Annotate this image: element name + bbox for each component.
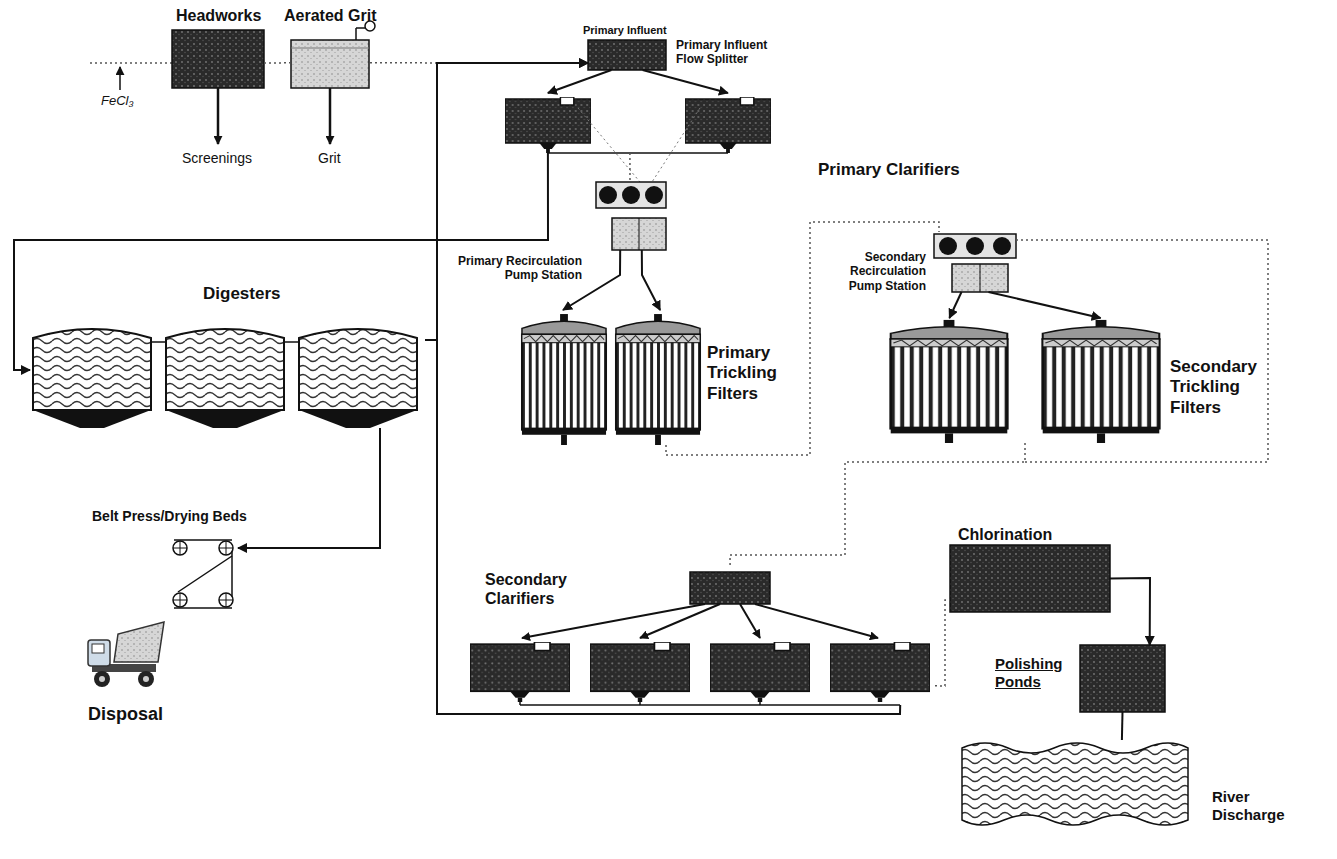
- node-label: Secondary Recirculation Pump Station: [814, 250, 926, 293]
- node-label: Disposal: [88, 704, 208, 726]
- flow-line: [935, 600, 950, 686]
- connector-path: [238, 428, 380, 548]
- flow-arrow: [949, 292, 1100, 318]
- connector-path: [1121, 712, 1124, 740]
- flow-arrow: [1110, 578, 1150, 645]
- node-label: Belt Press/Drying Beds: [92, 508, 322, 525]
- grit-tank: Aerated Grit: [290, 32, 370, 88]
- chlorination-tank: Chlorination: [950, 545, 1110, 612]
- belt-press: Belt Press/Drying Beds: [168, 535, 238, 615]
- disposal-truck: Disposal: [85, 612, 165, 690]
- connector-path: [666, 222, 939, 455]
- flow-line: [666, 222, 939, 455]
- pump-station: Secondary Recirculation Pump Station: [930, 232, 1020, 292]
- flow-line: [264, 62, 290, 63]
- node-label: Primary Recirculation Pump Station: [440, 254, 582, 283]
- connector-path: [949, 292, 961, 318]
- node-label: Primary Influent: [583, 24, 693, 37]
- connector-path: [989, 292, 1101, 318]
- flow-line: [730, 443, 1025, 568]
- trickling-filter-group: Primary Trickling Filters: [518, 310, 703, 445]
- pump-station: Primary Recirculation Pump Station: [595, 180, 667, 250]
- flow-arrow: [548, 70, 728, 93]
- headworks: Headworks: [172, 30, 264, 88]
- polishing-pond: Polishing Ponds: [1080, 645, 1165, 712]
- output-label: Screenings: [182, 150, 292, 167]
- clarifier-group: Primary Clarifiers: [500, 93, 780, 153]
- flow-arrow: [238, 428, 380, 548]
- connector-path: [1110, 578, 1150, 645]
- node-label: Primary Influent Flow Splitter: [676, 38, 794, 67]
- connector-path: [425, 63, 588, 340]
- node-label: Polishing Ponds: [995, 655, 1077, 691]
- connector-path: [264, 62, 290, 64]
- output-label: Grit: [318, 150, 378, 167]
- clarifier-group: Secondary Clarifiers: [465, 568, 935, 705]
- flow-arrow: [425, 63, 588, 340]
- connector-path: [730, 443, 1025, 568]
- node-label: Primary Trickling Filters: [707, 343, 802, 404]
- connector-path: [642, 250, 660, 310]
- node-label: Chlorination: [958, 525, 1108, 544]
- digester-group: Digesters: [30, 318, 425, 428]
- node-label: Digesters: [203, 284, 333, 304]
- connector-path: [935, 600, 950, 686]
- node-label: Secondary Clarifiers: [485, 570, 595, 608]
- connector-path: [548, 70, 612, 93]
- node-label: Secondary Trickling Filters: [1170, 357, 1282, 418]
- node-label: Aerated Grit: [284, 6, 414, 25]
- connector-path: [629, 153, 631, 180]
- connector-path: [643, 70, 728, 93]
- flow-arrow: [1121, 712, 1123, 740]
- chemical-label: FeCl₃: [101, 93, 161, 109]
- flow-line: [629, 153, 630, 180]
- node-label: Primary Clarifiers: [818, 160, 988, 180]
- flow-splitter: Primary InfluentPrimary Influent Flow Sp…: [588, 40, 666, 70]
- node-label: River Discharge: [1212, 788, 1317, 824]
- trickling-filter-group: Secondary Trickling Filters: [885, 318, 1165, 443]
- river: River Discharge: [960, 740, 1190, 830]
